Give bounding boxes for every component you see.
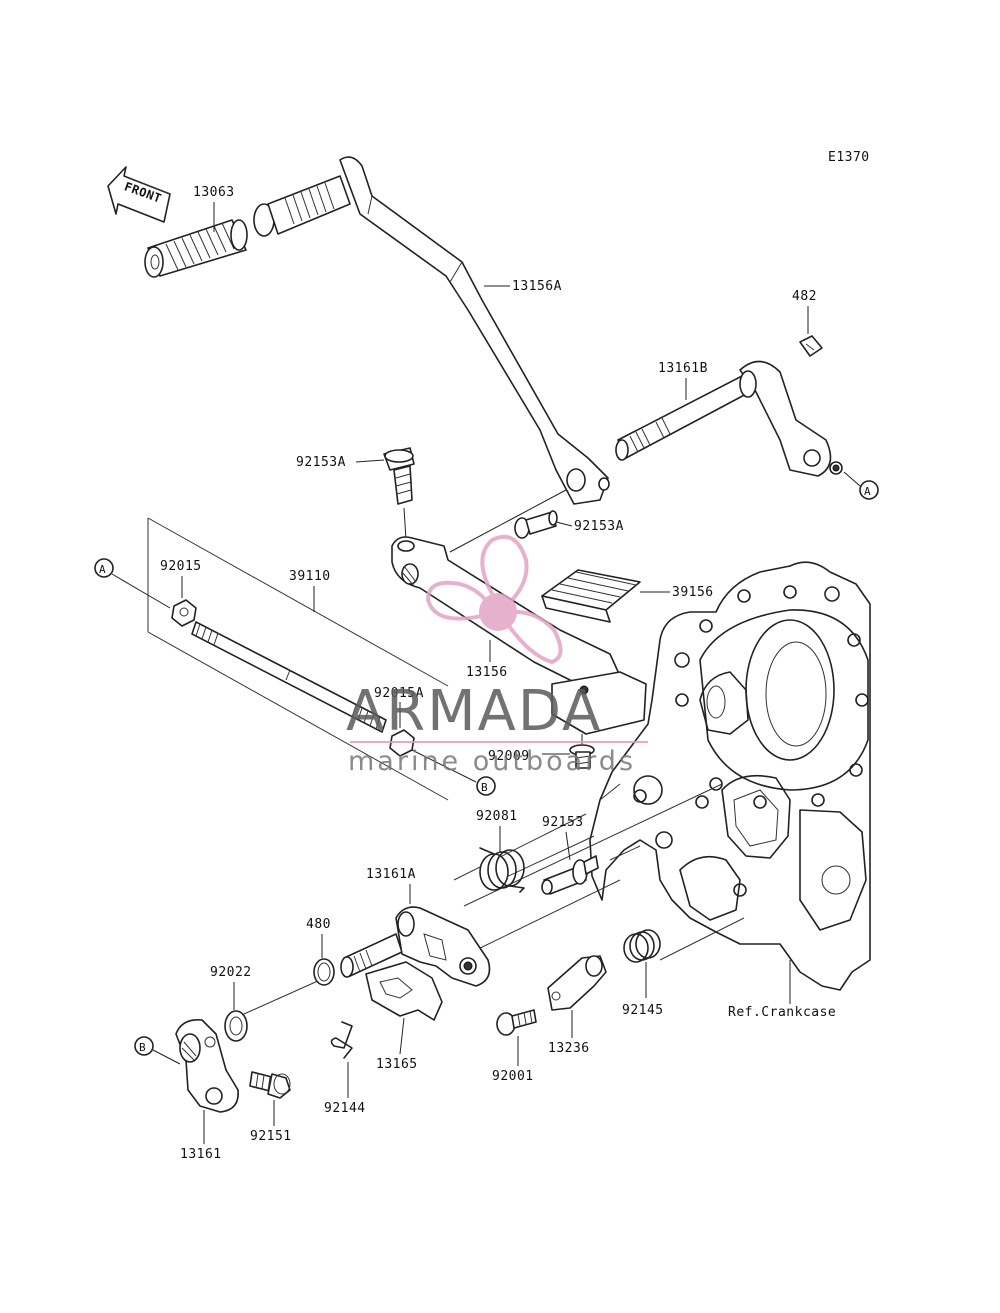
- label-482: 482: [792, 289, 817, 304]
- circlip-480-part: [313, 958, 335, 986]
- circlip-482-part: [799, 335, 823, 357]
- pin-92153-part: [541, 855, 599, 895]
- label-92145: 92145: [622, 1003, 664, 1018]
- spring-92145-part: [623, 929, 661, 963]
- shift-pedal-part: [253, 156, 610, 505]
- ref-marker-b-low: [134, 1036, 154, 1056]
- crankcase-part: [589, 561, 871, 991]
- label-92151: 92151: [250, 1129, 292, 1144]
- watermark-brand: ARMADA: [346, 679, 602, 744]
- label-13236: 13236: [548, 1041, 590, 1056]
- front-arrow-icon: FRONT: [107, 166, 171, 223]
- bolt-92153A-upper-part: [383, 447, 415, 505]
- bolt-92151-part: [249, 1071, 291, 1099]
- label-92015A: 92015A: [374, 686, 424, 701]
- bolt-92009-part: [569, 744, 595, 769]
- label-13063: 13063: [193, 185, 235, 200]
- label-92153: 92153: [542, 815, 584, 830]
- footpeg-rubber-part: [144, 219, 248, 278]
- label-92009: 92009: [488, 749, 530, 764]
- label-39156: 39156: [672, 585, 714, 600]
- armada-watermark: ARMADA marine outboards: [346, 534, 648, 777]
- label-13156A: 13156A: [512, 279, 562, 294]
- label-92153A-lower: 92153A: [574, 519, 624, 534]
- tie-rod-39110-part: [191, 621, 387, 733]
- ref-marker-a-top: [859, 480, 879, 500]
- ref-b-mid-label: B: [481, 781, 488, 794]
- diagram-code: E1370: [828, 150, 870, 165]
- label-39110: 39110: [289, 569, 331, 584]
- label-92153A-upper: 92153A: [296, 455, 346, 470]
- washer-92022-part: [224, 1010, 248, 1042]
- spring-92081-part: [479, 847, 525, 893]
- label-480: 480: [306, 917, 331, 932]
- label-92015: 92015: [160, 559, 202, 574]
- propeller-logo-icon: [425, 534, 563, 665]
- ref-crankcase-label: Ref.Crankcase: [728, 1005, 836, 1020]
- locknut-92015-part: [171, 599, 197, 627]
- pedal-plate-part: [551, 671, 647, 735]
- shift-arm-13161-part: [175, 1018, 239, 1113]
- shift-shaft-13161B-part: [615, 360, 843, 477]
- label-13156: 13156: [466, 665, 508, 680]
- label-92081: 92081: [476, 809, 518, 824]
- label-13161B: 13161B: [658, 361, 708, 376]
- bolt-92001-part: [496, 1009, 537, 1036]
- ref-a-left-label: A: [99, 563, 106, 576]
- ref-a-top-label: A: [864, 485, 871, 498]
- watermark-tagline: marine outboards: [348, 746, 636, 777]
- bolt-92153A-lower-part: [514, 510, 558, 539]
- label-13161A: 13161A: [366, 867, 416, 882]
- plate-13236-part: [547, 955, 607, 1011]
- label-13165: 13165: [376, 1057, 418, 1072]
- label-13161: 13161: [180, 1147, 222, 1162]
- ref-marker-a-left: [94, 558, 114, 578]
- spring-92144-part: [330, 1021, 353, 1059]
- ref-b-low-label: B: [139, 1041, 146, 1054]
- label-92001: 92001: [492, 1069, 534, 1084]
- label-92022: 92022: [210, 965, 252, 980]
- label-92144: 92144: [324, 1101, 366, 1116]
- ref-marker-b-mid: [476, 776, 496, 796]
- plate-13165-part: [365, 961, 443, 1021]
- pedal-pad-39156-part: [541, 569, 641, 623]
- shift-shaft-13161A-part: [340, 906, 491, 987]
